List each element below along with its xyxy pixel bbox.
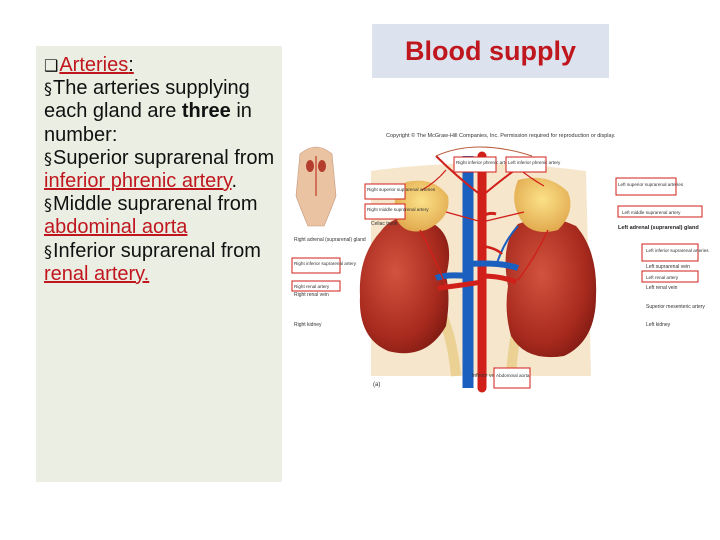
label-left-supr-vein: Left suprarenal vein [646,264,690,270]
slide-title: Blood supply [405,35,576,66]
label-right-renal-artery: Right renal artery [294,284,330,289]
adrenal-blood-supply-figure: Copyright © The McGraw-Hill Companies, I… [291,132,709,393]
title-box: Blood supply [372,24,609,78]
label-right-middle-suprarenal: Right middle suprarenal artery [367,207,429,212]
bullet-1-text: The arteries supplying each gland are [44,77,250,123]
bullet-4-text: Inferior suprarenal from [53,239,261,262]
label-right-superior-suprarenal: Right superior suprarenal arteries [367,187,436,192]
label-left-inferior-suprarenal: Left inferior suprarenal arteries [646,248,709,253]
bullet-4: §Inferior suprarenal from renal artery. [44,240,282,286]
label-left-renal-artery: Left renal artery [646,275,679,280]
heading-line: ❑Arteries: [44,54,282,77]
label-left-kidney: Left kidney [646,322,671,328]
bullet-1: §The arteries supplying each gland are t… [44,77,282,147]
label-right-kidney: Right kidney [294,322,322,328]
label-celiac-trunk: Celiac trunk [371,221,398,227]
heading-colon: : [128,54,134,76]
right-kidney [359,217,450,354]
square-bullet-icon: § [44,79,52,99]
copyright-text: Copyright © The McGraw-Hill Companies, I… [386,132,616,139]
label-left-adrenal-gland: Left adrenal (suprarenal) gland [618,225,699,231]
label-left-renal-vein: Left renal vein [646,285,678,291]
square-bullet-icon: § [44,148,52,168]
label-right-inferior-phrenic: Right inferior phrenic artery [456,160,512,165]
label-superior-mesenteric: Superior mesenteric artery [646,304,705,310]
bullet-2-text: Superior suprarenal from [53,146,275,169]
bullet-3-text: Middle suprarenal from [53,193,258,216]
label-left-middle-suprarenal: Left middle suprarenal artery [622,210,681,215]
left-adrenal-gland [514,177,571,232]
label-left-superior-suprarenal: Left superior suprarenal arteries [618,182,684,187]
arteries-heading: Arteries [59,54,129,76]
label-panel-letter: (a) [373,382,380,388]
label-inferior-vena-cava: Inferior vena cava [472,373,512,379]
content-panel [36,46,282,482]
bullet-1-end: in number: [44,100,252,146]
inferior-phrenic-link: inferior phrenic artery [44,170,232,193]
right-adrenal-gland [394,180,449,232]
label-abdominal-aorta: Abdominal aorta [496,373,530,378]
label-right-inferior-suprarenal: Right inferior suprarenal artery [294,261,357,266]
bullet-3: §Middle suprarenal from abdominal aorta [44,193,282,239]
checkbox-bullet-icon: ❑ [44,56,59,75]
torso-thumbnail [295,146,337,227]
label-right-adrenal-gland: Right adrenal (suprarenal) gland [294,237,366,243]
content-text: ❑Arteries: §The arteries supplying each … [44,54,282,286]
bullet-1-bold: three [181,100,231,123]
bullet-2: §Superior suprarenal from inferior phren… [44,147,282,193]
bullet-2-end: . [231,170,238,193]
label-right-renal-vein: Right renal vein [294,292,329,298]
square-bullet-icon: § [44,195,52,215]
left-kidney [505,218,597,358]
square-bullet-icon: § [44,241,52,261]
abdominal-aorta-link: abdominal aorta [44,216,188,239]
label-left-inferior-phrenic: Left inferior phrenic artery [508,160,561,165]
renal-artery-link: renal artery. [44,262,150,285]
